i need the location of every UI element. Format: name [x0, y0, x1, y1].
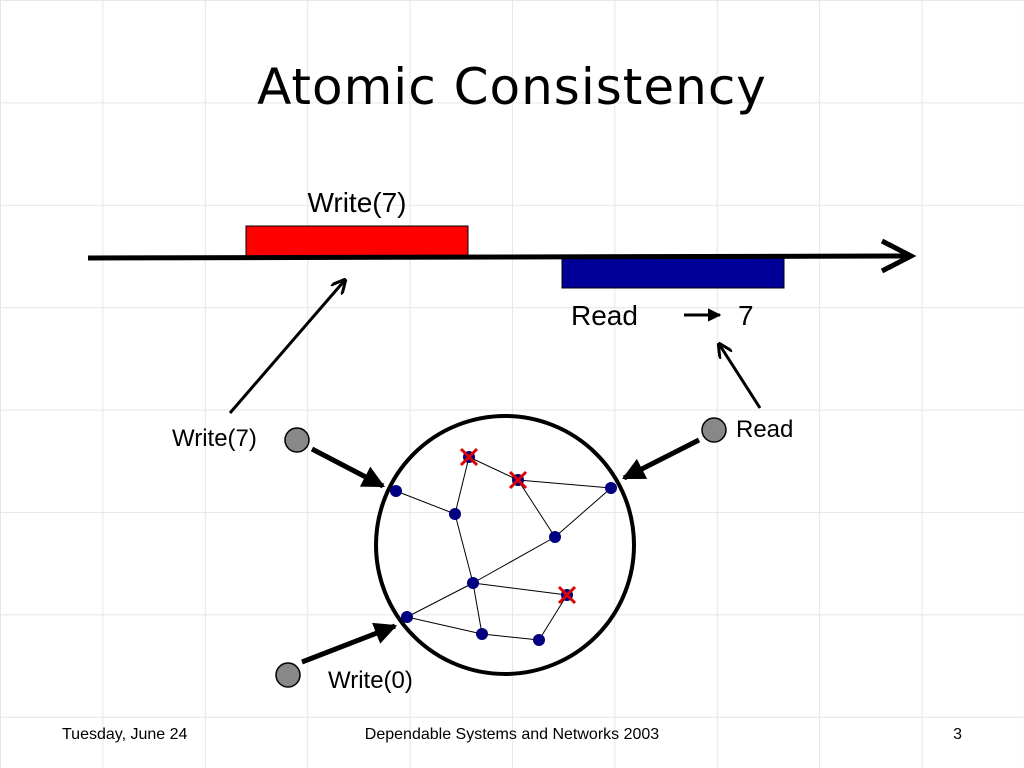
network-node: [476, 628, 488, 640]
read-result-value: 7: [738, 300, 754, 331]
read-request-arrow: [621, 437, 701, 481]
network-node: [467, 577, 479, 589]
time-axis: [87, 253, 909, 261]
read-client-label: Read: [736, 416, 793, 443]
network-boundary: [374, 414, 636, 676]
slide-title: Atomic Consistency: [257, 58, 767, 116]
network-node: [605, 482, 617, 494]
network-edges: [395, 456, 612, 641]
write-pointer-arrow: [228, 280, 345, 414]
write-operation-bar: [245, 225, 469, 257]
network-node: [549, 531, 561, 543]
write-operation-label: Write(7): [307, 187, 406, 218]
failed-node: [508, 470, 528, 490]
network-node: [449, 508, 461, 520]
read-operation-label: Read: [571, 300, 638, 331]
write7-client-label: Write(7): [172, 425, 257, 452]
write7-request-arrow: [310, 446, 385, 489]
time-axis-arrowhead: [880, 238, 917, 274]
read-pointer-arrow: [719, 344, 762, 409]
failed-node: [459, 447, 479, 467]
read-operation-bar: [561, 257, 785, 289]
footer-page-number: 3: [953, 726, 962, 743]
network-node: [401, 611, 413, 623]
footer-conference: Dependable Systems and Networks 2003: [364, 726, 660, 743]
failed-node: [557, 585, 577, 605]
write0-client-label: Write(0): [328, 667, 413, 694]
network-node: [533, 634, 545, 646]
write7-client-node: [284, 427, 310, 453]
network-nodes: [390, 482, 617, 646]
network-node: [390, 485, 402, 497]
read-client-node: [701, 417, 727, 443]
footer-date: Tuesday, June 24: [62, 726, 188, 743]
write0-request-arrow: [301, 622, 398, 665]
write0-client-node: [275, 662, 301, 688]
